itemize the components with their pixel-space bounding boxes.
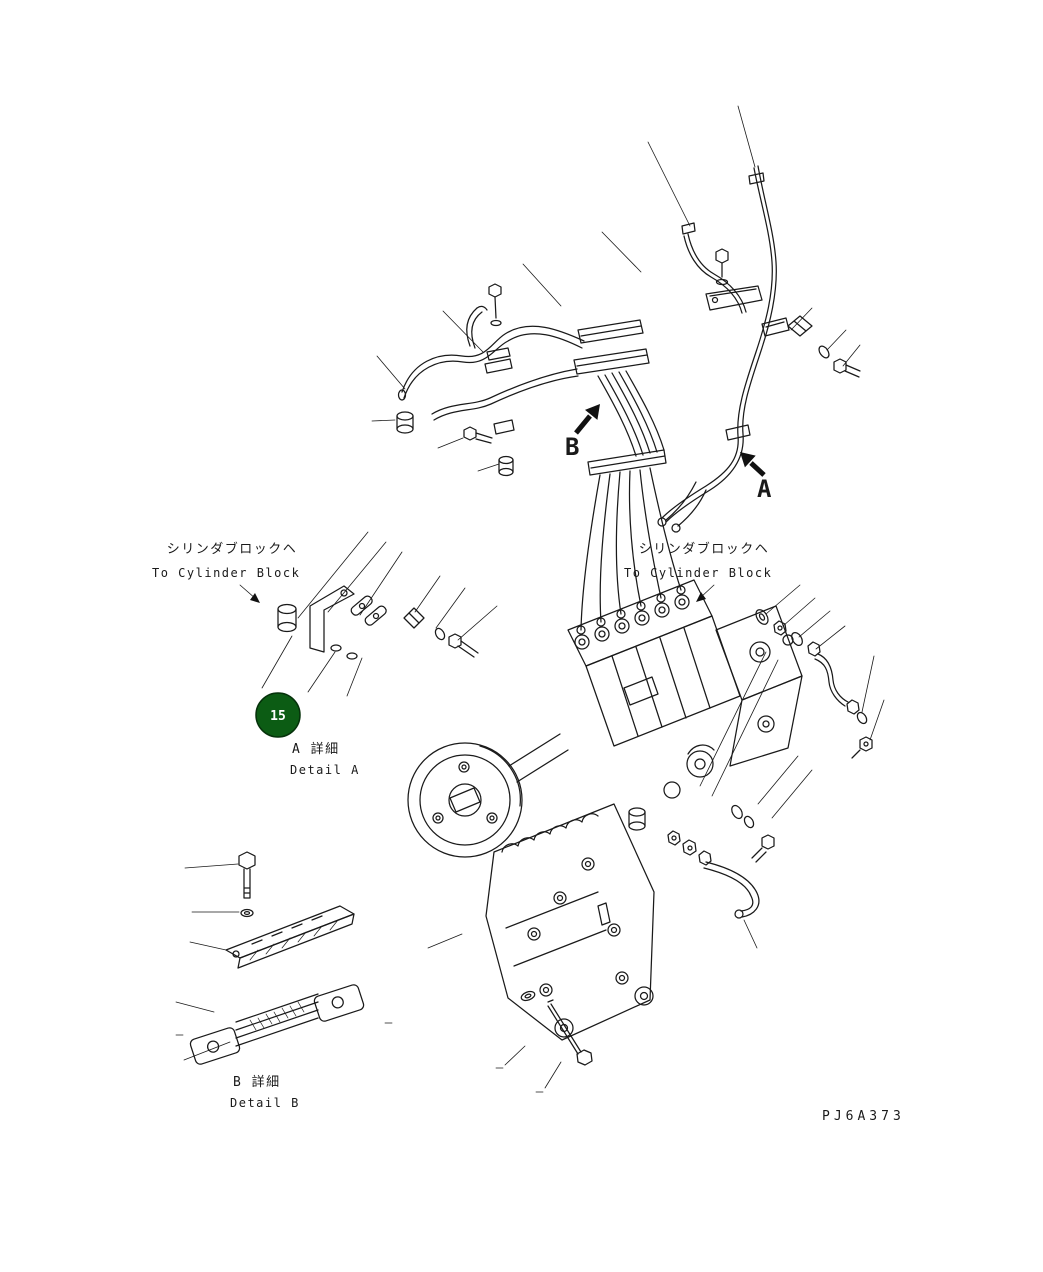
label-detail-b-jp: B 詳細 (233, 1074, 281, 1090)
callout-circle[interactable] (255, 692, 301, 738)
fuel-pipes-right-group (657, 165, 861, 533)
label-cylinder-block-right-jp: シリンダブロックヘ (639, 541, 770, 557)
label-cylinder-block-left-en: To Cylinder Block (152, 566, 300, 580)
injection-pump-body (567, 579, 803, 799)
pump-mount-bracket (485, 803, 655, 1066)
leader-lines (175, 105, 885, 1093)
callout-number: 15 (270, 709, 286, 724)
damper-assembly (407, 733, 569, 858)
detail-a-parts (277, 585, 479, 660)
view-label-b: B (565, 433, 579, 461)
callout-15-badge[interactable]: 15 (255, 692, 301, 738)
view-label-a: A (757, 475, 772, 503)
view-arrow-a-icon (740, 452, 766, 477)
label-detail-a-jp: A 詳細 (292, 741, 340, 757)
label-detail-b-en: Detail B (230, 1096, 300, 1110)
upper-right-fittings (755, 609, 873, 759)
label-detail-a-en: Detail A (290, 763, 360, 777)
cylinder-block-arrow-right-icon (696, 584, 715, 602)
fuel-pipes-left-group (396, 283, 585, 477)
label-cylinder-block-right-en: To Cylinder Block (624, 566, 772, 580)
drawing-code: PJ6A373 (822, 1109, 905, 1124)
cylinder-block-arrow-left-icon (239, 584, 260, 603)
label-cylinder-block-left-jp: シリンダブロックヘ (167, 541, 298, 557)
lower-right-fittings (628, 804, 775, 919)
view-arrow-b-icon (574, 404, 600, 435)
pipe-bundle-clamps (573, 319, 686, 635)
detail-b-parts (189, 851, 365, 1065)
